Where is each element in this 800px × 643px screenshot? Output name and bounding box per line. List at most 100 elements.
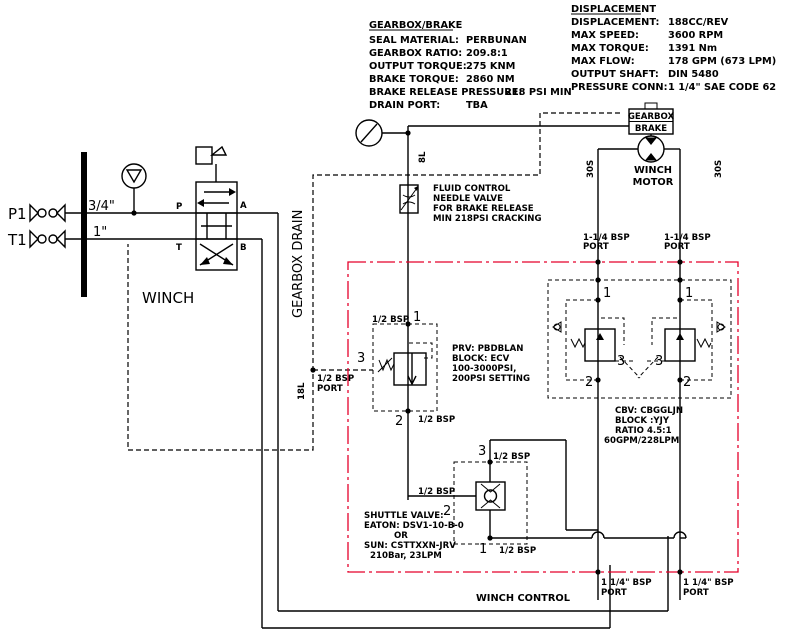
shuttle-port-side: 1/2 BSP bbox=[418, 487, 455, 497]
port-30s-right: 30S bbox=[714, 160, 724, 178]
shuttle-info: OR bbox=[394, 531, 408, 541]
spec-value: 209.8:1 bbox=[466, 48, 508, 59]
winch-motor: WINCH MOTOR bbox=[633, 134, 674, 188]
valve-port-a: A bbox=[240, 201, 247, 211]
spec-label: OUTPUT TORQUE: bbox=[369, 61, 467, 72]
spec-label: DISPLACEMENT: bbox=[571, 17, 659, 28]
shuttle-port-n3: 3 bbox=[478, 444, 486, 459]
half-bsp-port: PORT bbox=[317, 384, 343, 394]
spec-value: 1 1/4" SAE CODE 62 bbox=[668, 82, 776, 93]
gearbox-drain-label: GEARBOX DRAIN bbox=[291, 210, 306, 318]
spec-value: 188CC/REV bbox=[668, 17, 729, 28]
spec-value: 2860 NM bbox=[466, 74, 515, 85]
cbv-block bbox=[547, 279, 732, 399]
valve-port-t: T bbox=[176, 243, 182, 253]
prv-port-n1: 1 bbox=[413, 310, 421, 325]
spec-value: PERBUNAN bbox=[466, 35, 527, 46]
spec-label: MAX FLOW: bbox=[571, 56, 635, 67]
bsp-bottom-right: 1 1/4" BSP bbox=[683, 578, 734, 588]
port-30s-left: 30S bbox=[586, 160, 596, 178]
cbv-info: CBV: CBGGLJN bbox=[615, 406, 683, 416]
valve-port-p: P bbox=[176, 202, 182, 212]
t1-label: T1 bbox=[7, 231, 27, 249]
brake-label: BRAKE bbox=[635, 124, 667, 134]
shuttle-port-top: 1/2 BSP bbox=[493, 452, 530, 462]
cbv-info: BLOCK :YJY bbox=[615, 416, 670, 426]
cbv-port-r2: 2 bbox=[683, 375, 691, 390]
prv-info: PRV: PBDBLAN bbox=[452, 344, 523, 354]
spec-label: MAX SPEED: bbox=[571, 30, 639, 41]
shuttle-port-n2: 2 bbox=[443, 504, 451, 519]
pressure-relief-valve bbox=[377, 342, 433, 386]
p1-label: P1 bbox=[8, 205, 27, 223]
valve-port-b: B bbox=[240, 243, 247, 253]
prv-info: 200PSI SETTING bbox=[452, 374, 530, 384]
spec-label: SEAL MATERIAL: bbox=[369, 35, 459, 46]
cbv-port-l3: 3 bbox=[617, 354, 625, 369]
counterbalance-valve-right bbox=[651, 299, 726, 381]
shuttle-port-n1: 1 bbox=[479, 542, 487, 557]
winch-label: WINCH bbox=[142, 289, 194, 307]
bsp-port-right: 1-1/4 BSP bbox=[664, 233, 711, 243]
bsp-bottom-left: 1 1/4" BSP bbox=[601, 578, 652, 588]
needle-valve-text: NEEDLE VALVE bbox=[433, 194, 503, 204]
needle-valve-text: MIN 218PSI CRACKING bbox=[433, 214, 542, 224]
bsp-bottom-right: PORT bbox=[683, 588, 709, 598]
displacement-heading: DISPLACEMENT bbox=[571, 4, 656, 15]
half-bsp-port: 1/2 BSP bbox=[317, 374, 354, 384]
cbv-port-l1: 1 bbox=[603, 286, 611, 301]
spec-label: MAX TORQUE: bbox=[571, 43, 649, 54]
fluid-control-needle-valve bbox=[399, 184, 419, 214]
prv-block bbox=[372, 323, 438, 412]
spec-value: TBA bbox=[466, 100, 488, 111]
spec-label: DRAIN PORT: bbox=[369, 100, 440, 111]
spec-label: PRESSURE CONN: bbox=[571, 82, 668, 93]
spec-label: BRAKE RELEASE PRESSURE: bbox=[369, 87, 522, 98]
gearbox-brake-unit: GEARBOX BRAKE bbox=[628, 102, 675, 135]
cbv-info: 60GPM/228LPM bbox=[604, 436, 679, 446]
prv-port-n2: 2 bbox=[395, 414, 403, 429]
gearbox-brake-heading: GEARBOX/BRAKE bbox=[369, 20, 462, 31]
prv-port-bottom: 1/2 BSP bbox=[418, 415, 455, 425]
pipe-size-1: 1" bbox=[93, 225, 107, 240]
gearbox-label: GEARBOX bbox=[628, 112, 675, 122]
winch-motor-label-1: WINCH bbox=[634, 165, 672, 176]
cbv-port-r1: 1 bbox=[685, 286, 693, 301]
spec-value: 218 PSI MIN bbox=[505, 87, 572, 98]
spec-label: GEARBOX RATIO: bbox=[369, 48, 462, 59]
winch-control-label: WINCH CONTROL bbox=[476, 593, 570, 604]
cbv-info: RATIO 4.5:1 bbox=[615, 426, 672, 436]
bsp-port-right: PORT bbox=[664, 242, 690, 252]
winch-motor-label-2: MOTOR bbox=[633, 177, 674, 188]
displacement-spec-table: DISPLACEMENT DISPLACEMENT: 188CC/REV MAX… bbox=[571, 4, 776, 93]
spec-value: 1391 Nm bbox=[668, 43, 717, 54]
shuttle-valve bbox=[475, 481, 506, 511]
spec-value: DIN 5480 bbox=[668, 69, 719, 80]
pressure-gauge-brake bbox=[355, 119, 383, 147]
needle-valve-text: FOR BRAKE RELEASE bbox=[433, 204, 534, 214]
needle-valve-text: FLUID CONTROL bbox=[433, 184, 511, 194]
shuttle-port-bottom: 1/2 BSP bbox=[499, 546, 536, 556]
pipe-size-3-4: 3/4" bbox=[88, 199, 115, 214]
spec-value: 275 KNM bbox=[466, 61, 515, 72]
shuttle-info: EATON: DSV1-10-B-0 bbox=[364, 521, 464, 531]
shuttle-info: 210Bar, 23LPM bbox=[370, 551, 442, 561]
prv-info: BLOCK: ECV bbox=[452, 354, 510, 364]
t1-coupler bbox=[29, 229, 84, 249]
gearbox-brake-spec-table: GEARBOX/BRAKE SEAL MATERIAL: PERBUNAN GE… bbox=[369, 20, 572, 111]
prv-port-top: 1/2 BSP bbox=[372, 315, 409, 325]
p1-coupler bbox=[29, 203, 84, 223]
spec-value: 178 GPM (673 LPM) bbox=[668, 56, 776, 67]
pressure-gauge-supply bbox=[121, 163, 147, 216]
cbv-port-r3: 3 bbox=[655, 354, 663, 369]
bsp-port-left: PORT bbox=[583, 242, 609, 252]
bsp-port-left: 1-1/4 BSP bbox=[583, 233, 630, 243]
drain-8l-label: 8L bbox=[418, 151, 428, 163]
bsp-bottom-left: PORT bbox=[601, 588, 627, 598]
counterbalance-valve-left bbox=[552, 299, 625, 381]
drain-18l-label: 18L bbox=[297, 382, 307, 400]
prv-info: 100-3000PSI, bbox=[452, 364, 516, 374]
shuttle-info: SUN: CSTTXXN-JRV bbox=[364, 541, 456, 551]
shuttle-info: SHUTTLE VALVE: bbox=[364, 511, 444, 521]
